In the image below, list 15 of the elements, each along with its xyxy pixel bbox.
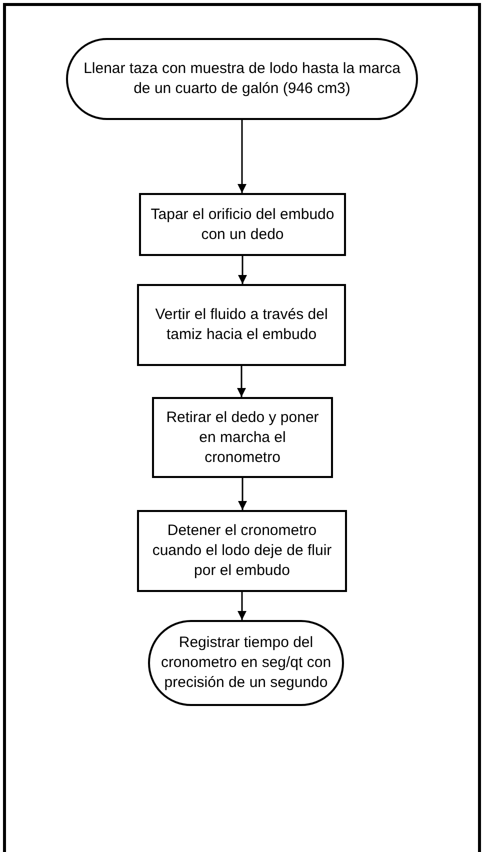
arrow — [238, 256, 247, 284]
arrow — [237, 366, 246, 397]
process-box — [137, 510, 347, 592]
process-box — [139, 193, 346, 256]
step-text: Registrar tiempo del cronometro en seg/qt con precisión de un segundo — [160, 633, 332, 693]
step-text: Detener el cronometro cuando el lodo deje de fluir por el embudo — [151, 521, 333, 581]
step-text: Retirar el dedo y poner en marcha el cronometro — [165, 408, 320, 468]
process-box — [152, 397, 333, 478]
step-text: Llenar taza con muestra de lodo hasta la marca de un cuarto de galón (946 cm3) — [82, 59, 402, 99]
step-text: Tapar el orificio del embudo con un dedo — [150, 204, 336, 244]
process-box — [137, 284, 346, 366]
step-text: Vertir el fluido a través del tamiz hacia el embudo — [154, 305, 329, 345]
arrow — [238, 478, 247, 510]
arrow — [238, 592, 246, 620]
arrow — [238, 120, 246, 193]
